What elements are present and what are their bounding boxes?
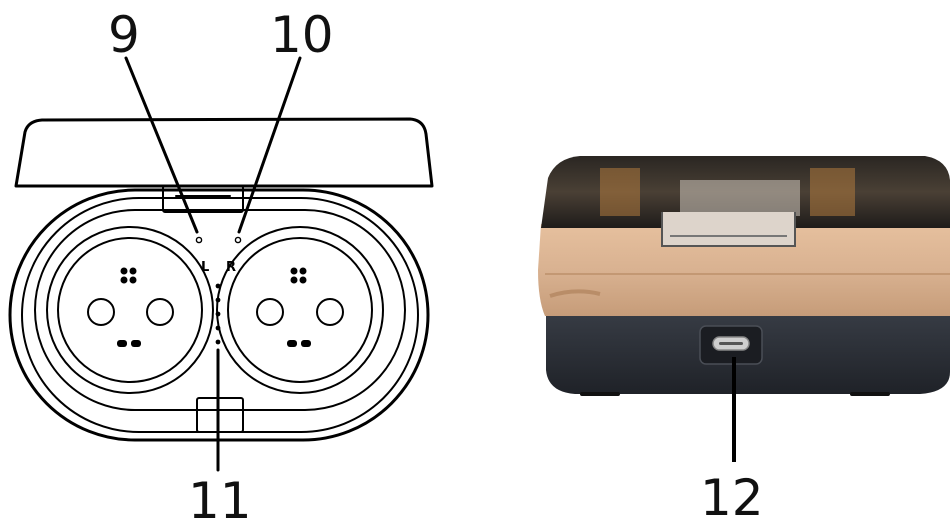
left-pogo-pin-icon: [117, 340, 141, 347]
hinge-tab-bottom: [196, 397, 244, 433]
left-mic-dots-icon: [120, 267, 137, 284]
callout-10: 10: [270, 6, 334, 64]
right-earbud-well: [216, 226, 384, 394]
case-body-inner-ring: [21, 197, 419, 433]
right-mic-dots-icon: [290, 267, 307, 284]
left-charging-contact-left: [87, 298, 115, 326]
usb-c-port-slot: [719, 342, 743, 345]
case-side-view-photo: [538, 156, 950, 396]
foot-left: [580, 392, 620, 396]
leader-10: [237, 56, 302, 234]
left-earbud-well: [46, 226, 214, 394]
battery-led-dot-icon: [215, 311, 221, 317]
case-middle-band: [538, 224, 950, 316]
right-charging-contact-right: [316, 298, 344, 326]
lid-inner-glow: [600, 168, 855, 216]
battery-led-dot-icon: [215, 283, 221, 289]
right-side-label: R: [226, 260, 236, 275]
callout-12: 12: [700, 469, 764, 526]
case-lid-outline: [14, 117, 434, 188]
battery-led-dot-icon: [215, 339, 221, 345]
leader-9: [124, 56, 199, 234]
foot-right: [850, 392, 890, 396]
left-led-dot-icon: [195, 236, 203, 244]
right-charging-contact-left: [256, 298, 284, 326]
band-groove: [549, 289, 601, 298]
battery-led-column: [215, 283, 221, 345]
battery-led-dot-icon: [215, 297, 221, 303]
right-pogo-pin-icon: [287, 340, 311, 347]
case-hinge-clip: [661, 212, 796, 247]
callout-leaders: [124, 56, 736, 472]
battery-led-dot-icon: [215, 325, 221, 331]
left-charging-contact-right: [146, 298, 174, 326]
callout-11: 11: [188, 472, 252, 526]
right-led-dot-icon: [234, 236, 242, 244]
case-tray-outline: [34, 209, 406, 411]
left-side-label: L: [201, 260, 209, 275]
case-top-view-drawing: L R: [8, 117, 434, 442]
callout-9: 9: [108, 6, 140, 64]
